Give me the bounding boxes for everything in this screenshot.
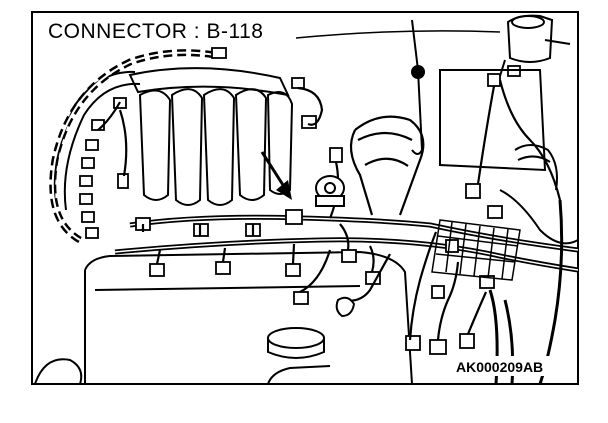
intake-manifold: [53, 67, 294, 211]
engine-block: [84, 250, 413, 385]
arrow-down-right-icon: [260, 151, 292, 200]
diagram-title: CONNECTOR : B-118: [48, 20, 263, 43]
connector-tabs: [79, 47, 521, 355]
relay-box: [431, 219, 521, 281]
title-background: [34, 14, 286, 46]
main-harness-left: [49, 49, 216, 244]
figure-code: AK000209AB: [456, 359, 543, 375]
upper-right-components: [411, 14, 579, 245]
figure-border: [31, 11, 579, 385]
intake-hose: [349, 115, 425, 216]
main-harness-left-core: [51, 51, 216, 241]
sensor-body: [315, 175, 345, 207]
front-harness-core: [129, 216, 579, 251]
wire-branches: [97, 79, 562, 341]
figure-code-background: [452, 356, 576, 376]
left-pulley: [34, 358, 83, 385]
lower-sensor: [335, 296, 356, 318]
title-leader-line: [295, 30, 501, 39]
lower-harness-core: [114, 239, 579, 271]
